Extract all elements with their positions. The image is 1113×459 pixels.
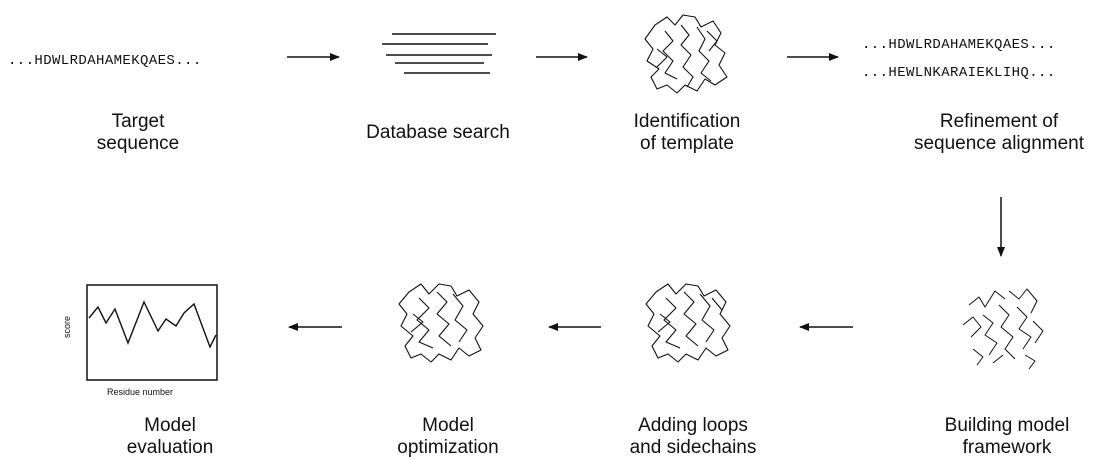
label-target-line2: sequence bbox=[96, 133, 180, 154]
label-evaluation-line2: evaluation bbox=[126, 437, 214, 458]
label-identification: Identification of template bbox=[612, 111, 762, 155]
label-building-line2: framework bbox=[962, 437, 1052, 458]
label-identification-line1: Identification bbox=[633, 111, 741, 132]
label-adding: Adding loops and sidechains bbox=[613, 415, 773, 459]
label-optimization-line1: Model bbox=[422, 415, 474, 436]
label-database-line1: Database search bbox=[366, 122, 510, 143]
label-target-line1: Target bbox=[111, 111, 165, 132]
label-adding-line2: and sidechains bbox=[629, 437, 757, 458]
label-identification-line2: of template bbox=[640, 133, 734, 154]
label-refinement-line1: Refinement of bbox=[939, 111, 1059, 132]
label-evaluation: Model evaluation bbox=[100, 415, 240, 459]
aligned-sequence-template: ...HEWLNKARAIEKLIHQ... bbox=[862, 65, 1056, 81]
label-building-line1: Building model bbox=[944, 415, 1070, 436]
optimized-structure-icon bbox=[398, 283, 484, 363]
score-plot-frame bbox=[86, 284, 218, 381]
framework-structure-icon bbox=[962, 288, 1044, 370]
template-structure-icon bbox=[644, 14, 728, 94]
label-target-sequence: Target sequence bbox=[88, 111, 188, 155]
label-refinement: Refinement of sequence alignment bbox=[899, 111, 1099, 155]
residue-axis-label: Residue number bbox=[107, 387, 174, 397]
label-optimization-line2: optimization bbox=[397, 437, 499, 458]
aligned-sequence-target: ...HDWLRDAHAMEKQAES... bbox=[862, 37, 1056, 53]
score-axis-label: score bbox=[62, 315, 73, 339]
label-optimization: Model optimization bbox=[378, 415, 518, 459]
score-plot bbox=[86, 284, 218, 381]
label-adding-line1: Adding loops bbox=[638, 415, 748, 436]
target-sequence: ...HDWLRDAHAMEKQAES... bbox=[8, 53, 202, 69]
label-refinement-line2: sequence alignment bbox=[913, 133, 1085, 154]
loops-structure-icon bbox=[645, 283, 731, 363]
label-building: Building model framework bbox=[922, 415, 1092, 459]
label-database-search: Database search bbox=[338, 122, 538, 144]
score-plot-line bbox=[88, 300, 217, 349]
database-hits-icon bbox=[382, 33, 496, 74]
label-evaluation-line1: Model bbox=[144, 415, 196, 436]
